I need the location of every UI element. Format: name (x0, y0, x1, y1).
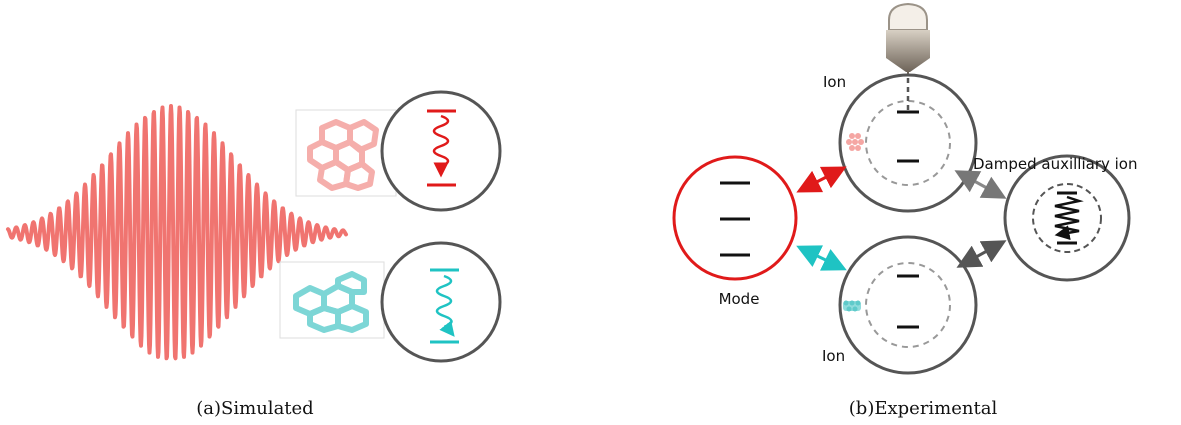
arrow-ion-top-damped (954, 170, 1007, 199)
caption-experimental: (b)Experimental (849, 398, 998, 419)
panel-experimental: Ion Ion Mode (672, 2, 1138, 419)
ion-red-icon (846, 133, 864, 151)
ion-cyan-icon (843, 300, 861, 312)
molecule-red-image (295, 109, 397, 197)
damped-ion-circle (1003, 154, 1131, 282)
ion-trap-bottom (838, 235, 978, 375)
label-damped: Damped auxilliary ion (973, 155, 1138, 173)
wave-packet (6, 104, 348, 361)
ion-trap-top (838, 73, 978, 213)
label-ion-top: Ion (823, 73, 846, 91)
probe-tip-icon (886, 2, 930, 78)
mode-circle (672, 155, 798, 281)
caption-simulated: (a)Simulated (196, 398, 313, 419)
transition-circle-red (380, 90, 502, 212)
panel-simulated: (a)Simulated (6, 90, 502, 419)
arrow-mode-ion-bottom (796, 245, 847, 271)
label-mode: Mode (719, 290, 760, 308)
arrow-ion-bottom-damped (956, 240, 1007, 268)
molecule-cyan-image (279, 261, 385, 339)
transition-circle-cyan (380, 241, 502, 363)
label-ion-bottom: Ion (822, 347, 845, 365)
arrow-mode-ion-top (796, 166, 847, 193)
